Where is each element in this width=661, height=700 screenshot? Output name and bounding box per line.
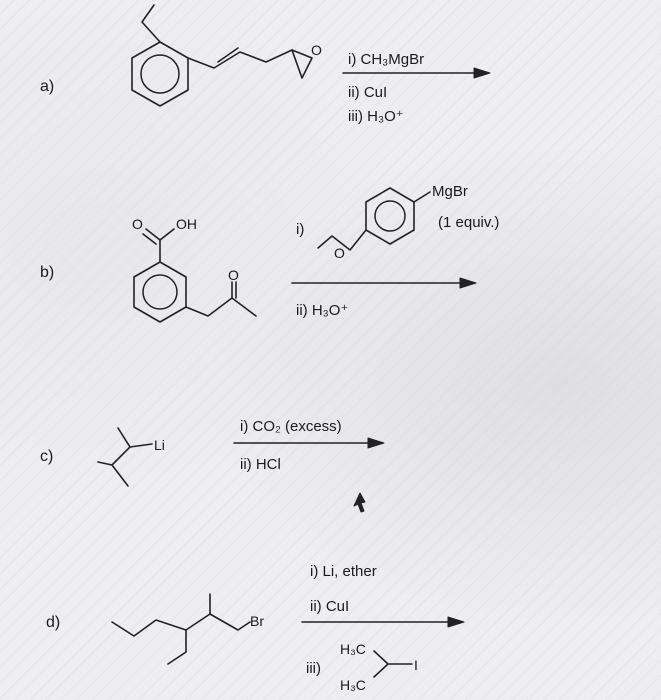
reagent-c-1: i) CO₂ (excess) [240, 418, 342, 435]
benzene-ring-b [133, 261, 187, 323]
ketone-oxygen-b: O [228, 267, 239, 283]
reagent-b-2: ii) H₃O⁺ [296, 302, 349, 319]
arrow-head-d [447, 616, 465, 628]
reagent-d-2: ii) CuI [310, 598, 350, 615]
carboxyl-coh-bond [159, 228, 175, 241]
problem-label-c: c) [40, 448, 54, 465]
mgbr-label-b: MgBr [432, 183, 468, 200]
ether-oxygen-b: O [334, 245, 345, 261]
chain-c [97, 446, 131, 466]
methyl-top-d: H₃C [340, 641, 366, 657]
aromatic-circle-a [140, 54, 180, 94]
ethyl-chain-a [141, 4, 161, 43]
structure-d [111, 593, 465, 678]
reagent-a-3: iii) H₃O⁺ [348, 108, 404, 125]
reagent-d-3: iii) [306, 660, 321, 677]
carbonyl-oxygen-b: O [132, 216, 143, 232]
hydroxyl-b: OH [176, 216, 197, 232]
lithium-c: Li [154, 437, 165, 453]
methyl-bottom-c [111, 464, 129, 487]
isopropyl-iodide-d [373, 650, 389, 678]
problem-label-d: d) [46, 614, 61, 631]
structure-b [133, 187, 477, 323]
reagent-d-1: i) Li, ether [310, 563, 377, 580]
anisyl-ring-b [365, 187, 415, 245]
problem-label-b: b) [40, 264, 55, 281]
arrow-head-c [367, 437, 385, 449]
alkene-double-bond-a [217, 47, 239, 63]
reagent-a-1: i) CH₃MgBr [348, 51, 425, 68]
reagent-c-2: ii) HCl [240, 456, 281, 473]
problem-label-a: a) [40, 78, 55, 95]
main-chain-d [111, 613, 251, 637]
epoxide-ring-a [291, 49, 313, 79]
methoxy-chain-b [317, 229, 367, 251]
epoxide-oxygen-a: O [311, 42, 322, 58]
methyl-bottom-d: H₃C [340, 677, 366, 693]
mgbr-bond-b [413, 191, 431, 203]
bromine-d: Br [250, 613, 264, 629]
aromatic-circle-anisyl [374, 200, 406, 232]
carboxyl-co-double-2 [142, 233, 157, 245]
reagent-b-1: i) [296, 221, 305, 238]
arrow-head-b [459, 277, 477, 289]
iodine-d: I [414, 657, 418, 673]
equiv-label-b: (1 equiv.) [438, 214, 500, 231]
ethyl-branch-d [167, 629, 187, 665]
ketone-chain-b [185, 297, 257, 317]
alkene-chain-a [187, 49, 293, 69]
aromatic-circle-b [142, 274, 178, 310]
reagent-a-2: ii) CuI [348, 84, 388, 101]
isopropyl-top-c [117, 427, 153, 448]
carboxyl-co-double-1 [145, 228, 161, 241]
arrow-head-a [473, 67, 491, 79]
structure-a [131, 4, 491, 107]
structure-c [97, 427, 385, 513]
mouse-cursor-icon [353, 492, 366, 513]
